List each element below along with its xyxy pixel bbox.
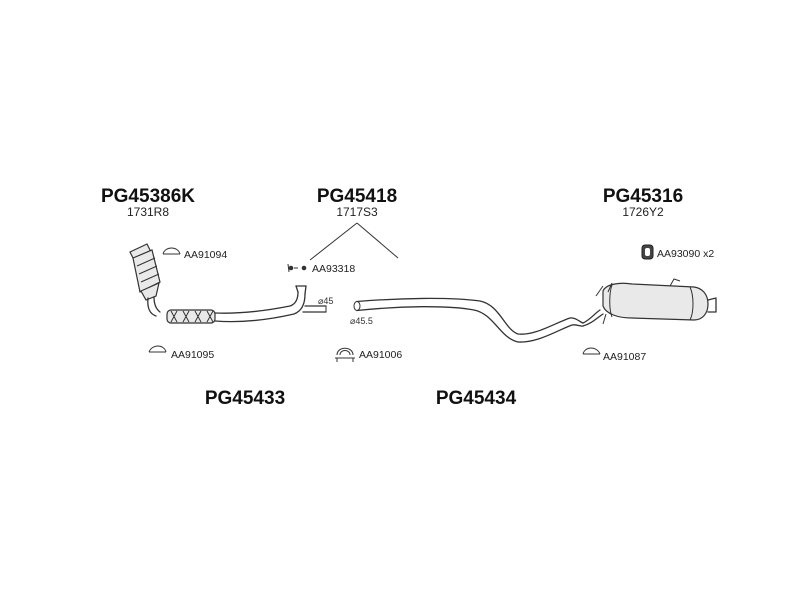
clamp-mid-code[interactable]: AA91006 (359, 349, 402, 361)
clamp-rear-code[interactable]: AA91087 (603, 351, 646, 363)
clamp-front-code[interactable]: AA91095 (171, 349, 214, 361)
clamp-rear-icon[interactable] (582, 347, 601, 355)
front-pipe-drawing[interactable] (166, 285, 327, 324)
catalytic-converter-drawing[interactable] (129, 243, 161, 317)
rubber-mount-icon[interactable] (641, 244, 654, 260)
diameter-45-label: ⌀45 (318, 296, 333, 306)
rear-silencer-part-code[interactable]: PG45316 (603, 186, 683, 207)
front-pipe-part-code[interactable]: PG45433 (205, 388, 285, 409)
gasket-icon[interactable] (162, 247, 181, 255)
center-ref-code: 1717S3 (336, 205, 378, 219)
catalyst-ref-code: 1731R8 (127, 205, 169, 219)
rubber-mount-code[interactable]: AA93090 x2 (657, 248, 714, 260)
rear-silencer-drawing[interactable] (582, 278, 717, 327)
mid-pipe-part-code[interactable]: PG45434 (436, 388, 517, 409)
diameter-45-5-label: ⌀45.5 (350, 316, 373, 326)
bolt-kit-code[interactable]: AA93318 (312, 263, 355, 275)
clamp-mid-icon[interactable] (335, 347, 355, 362)
mid-pipe-drawing[interactable] (353, 297, 584, 343)
clamp-front-icon[interactable] (148, 345, 167, 353)
center-part-code[interactable]: PG45418 (317, 186, 397, 207)
catalyst-part-code[interactable]: PG45386K (101, 186, 195, 207)
rear-silencer-ref-code: 1726Y2 (622, 205, 664, 219)
center-leader-lines (309, 222, 399, 261)
gasket-cat-code[interactable]: AA91094 (184, 249, 227, 261)
bolt-kit-icon[interactable] (287, 263, 307, 273)
